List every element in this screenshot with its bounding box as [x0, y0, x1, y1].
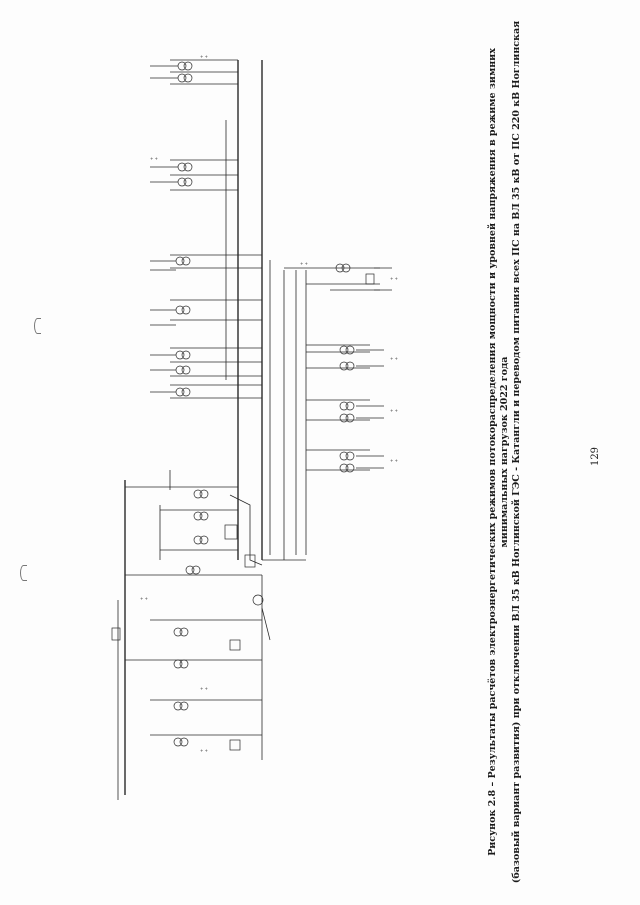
scan-mark — [34, 318, 41, 334]
page-number: 129 — [590, 446, 602, 467]
caption-line-2: (базовый вариант развития) при отключени… — [511, 20, 522, 884]
svg-text:+ +: + + — [140, 596, 148, 601]
figure-caption: Рисунок 2.8 – Результаты расчётов электр… — [487, 12, 523, 892]
svg-text:+ +: + + — [150, 156, 158, 161]
svg-text:+ +: + + — [300, 261, 308, 266]
svg-text:+ +: + + — [200, 748, 208, 753]
svg-text:+ +: + + — [390, 276, 398, 281]
svg-text:+ +: + + — [390, 458, 398, 463]
caption-line-1: Рисунок 2.8 – Результаты расчётов электр… — [487, 48, 510, 856]
svg-text:+ +: + + — [390, 356, 398, 361]
scan-mark — [20, 565, 27, 581]
svg-text:+ +: + + — [390, 408, 398, 413]
svg-text:+ +: + + — [200, 686, 208, 691]
svg-text:+ +: + + — [200, 54, 208, 59]
